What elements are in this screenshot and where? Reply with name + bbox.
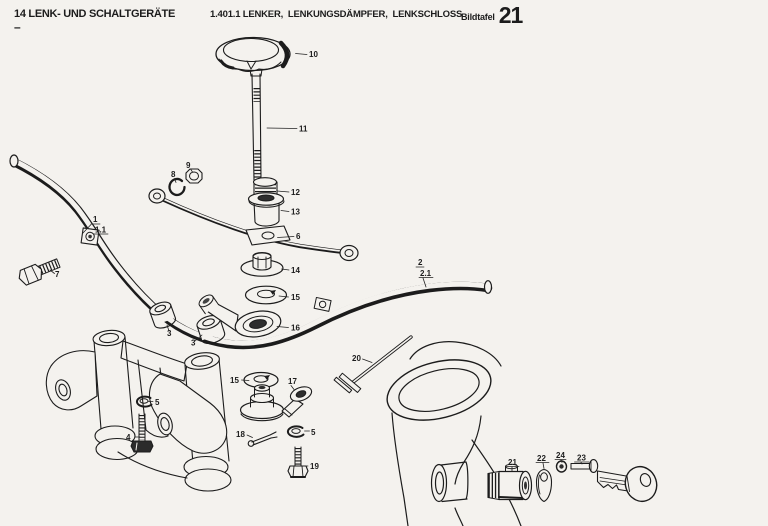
part-label-1-1: 1.1 [95, 226, 107, 235]
lock-grommet [555, 460, 568, 473]
lock-key [596, 465, 658, 503]
part-label-24: 24 [556, 451, 565, 460]
plate-label: Bildtafel [461, 12, 495, 22]
part-label-21: 21 [508, 458, 517, 467]
cotter-pin [247, 431, 278, 447]
part-label-8: 8 [171, 170, 176, 179]
part-label-20: 20 [352, 354, 361, 363]
damper-nut-washer [240, 252, 284, 277]
part-label-19: 19 [310, 462, 319, 471]
part-label-11: 11 [299, 125, 308, 134]
handlebar-clamp-right [196, 315, 226, 344]
figure-title-text: LENKER, LENKUNGSDÄMPFER, LENKSCHLOSS [242, 9, 463, 20]
part-label-4: 4 [126, 433, 131, 442]
part-label-18: 18 [236, 430, 245, 439]
part-label-6: 6 [296, 232, 301, 241]
anchor-bracket [281, 386, 313, 418]
margin-dash: – [14, 20, 21, 34]
part-label-23: 23 [577, 454, 586, 463]
part-label-17: 17 [288, 377, 297, 386]
page-header: 14 LENK- UND SCHALTGERÄTE – 1.401.1 LENK… [0, 0, 768, 34]
damper-knob [215, 36, 291, 77]
damper-spindle [251, 73, 262, 181]
damper-rod-20 [333, 335, 413, 394]
part-labels: 1 1.1 2 2.1 3 3 4 5 5 6 7 8 9 10 11 12 1… [55, 50, 586, 471]
part-label-3a: 3 [167, 329, 172, 338]
part-label-9: 9 [186, 161, 191, 170]
part-label-5a: 5 [155, 398, 160, 407]
fork-top-clamp [45, 329, 232, 492]
damper-sleeve [247, 192, 285, 227]
lock-pin [570, 459, 599, 473]
frame-head-tube [386, 341, 522, 526]
lock-washer-lower [286, 425, 305, 438]
bolt-7 [18, 258, 61, 286]
lock-washer-8 [168, 177, 186, 197]
part-label-7: 7 [55, 270, 60, 279]
part-label-12: 12 [291, 188, 300, 197]
part-label-1: 1 [93, 215, 98, 224]
leader-lines [49, 53, 590, 472]
part-label-2: 2 [418, 258, 423, 267]
part-label-22: 22 [537, 454, 546, 463]
bolt-4 [130, 413, 154, 453]
damper-lever [198, 294, 282, 338]
nut-9 [185, 168, 203, 184]
figure-ref: 1.401.1 [210, 9, 241, 20]
friction-washer-upper [244, 285, 288, 305]
lock-washer-clamp [135, 395, 153, 408]
part-label-14: 14 [291, 266, 300, 275]
lock-cylinder [487, 463, 533, 501]
plate-number: 21 [498, 2, 524, 28]
damper-friction-bar [148, 188, 359, 262]
damper-anchor [239, 384, 285, 422]
part-label-16: 16 [291, 324, 300, 333]
part-label-3b: 3 [191, 339, 196, 348]
part-label-2-1: 2.1 [420, 269, 432, 278]
section-title-text: LENK- UND SCHALTGERÄTE [28, 8, 175, 20]
bolt-19 [287, 446, 309, 478]
lock-cover [535, 468, 553, 503]
part-label-15a: 15 [291, 293, 300, 302]
part-label-13: 13 [291, 208, 300, 217]
handlebar-clamp-left [149, 301, 177, 329]
part-label-5b: 5 [311, 428, 316, 437]
section-title: 14 LENK- UND SCHALTGERÄTE [14, 8, 175, 20]
handlebar-shim [80, 227, 100, 246]
section-number: 14 [14, 8, 26, 20]
part-label-15b: 15 [230, 376, 239, 385]
handlebar [9, 154, 493, 350]
part-label-10: 10 [309, 50, 318, 59]
figure-title: 1.401.1 LENKER, LENKUNGSDÄMPFER, LENKSCH… [210, 9, 462, 20]
handlebar-bracket [313, 296, 332, 312]
